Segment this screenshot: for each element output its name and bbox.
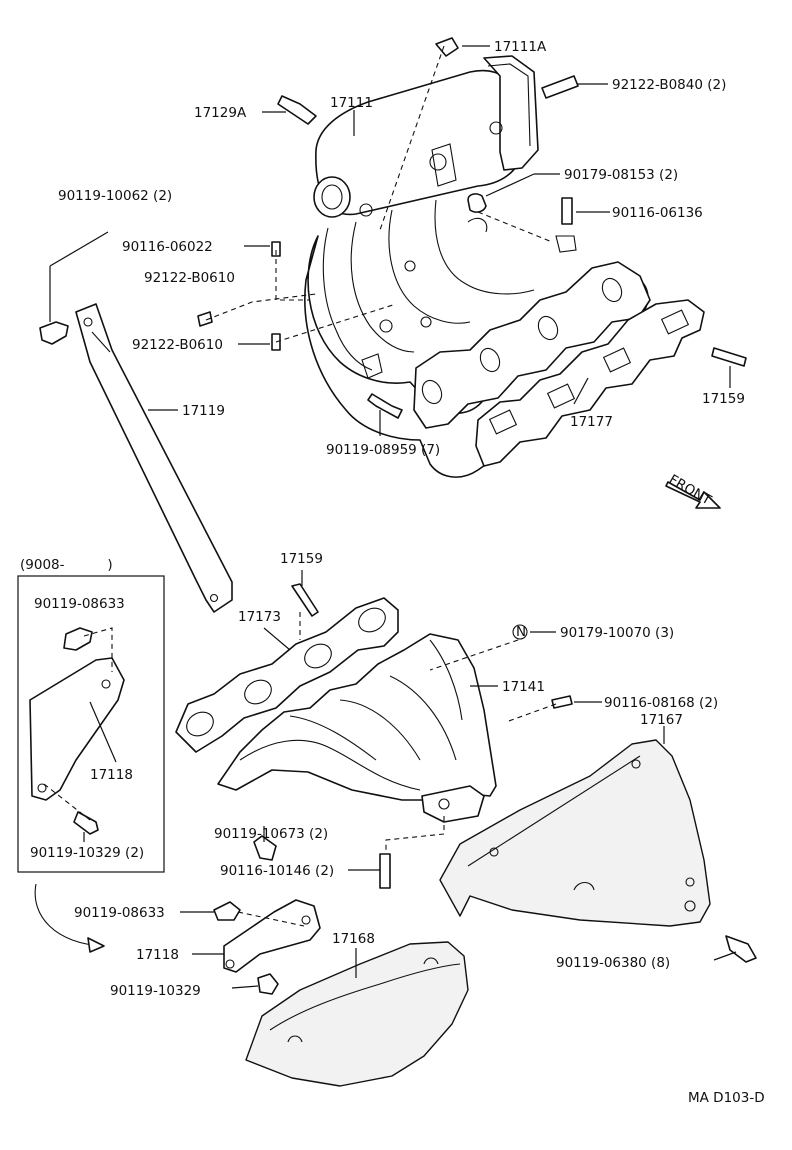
label-90119-10329-inset: 90119-10329 (2) [30, 845, 144, 861]
diagram-code: MA D103-D [688, 1090, 765, 1106]
label-17129A: 17129A [194, 105, 247, 121]
label-90179-10070: 90179-10070 (3) [560, 625, 674, 641]
label-90119-06380: 90119-06380 (8) [556, 955, 670, 971]
label-17141: 17141 [502, 679, 545, 695]
label-17119: 17119 [182, 403, 225, 419]
heat-insulator-17167 [439, 739, 711, 927]
washer-n-marker: N [516, 624, 526, 640]
intake-manifold-17111 [304, 55, 651, 478]
label-90116-10146: 90116-10146 (2) [220, 863, 334, 879]
inset-9008-box [17, 575, 165, 873]
lower-fasteners [213, 583, 757, 995]
manifold-bracket-17118 [223, 899, 321, 973]
label-17111A: 17111A [494, 39, 547, 55]
label-90119-10062: 90119-10062 (2) [58, 188, 172, 204]
label-17173: 17173 [238, 609, 281, 625]
label-92122-b0610-upper: 92122-B0610 [144, 270, 235, 286]
label-17118-inset: 17118 [90, 767, 133, 783]
label-17159-mid: 17159 [280, 551, 323, 567]
label-90119-08959: 90119-08959 (7) [326, 442, 440, 458]
label-17159-top: 17159 [702, 391, 745, 407]
front-direction-arrow: FRONT [665, 472, 721, 509]
part-labels: 17111A 92122-B0840 (2) 17129A 17111 9017… [20, 39, 765, 1106]
intake-manifold-gasket-17177 [475, 299, 705, 467]
label-17168: 17168 [332, 931, 375, 947]
label-90116-06136: 90116-06136 [612, 205, 703, 221]
upper-assembly-dashes [205, 45, 553, 343]
upper-fasteners [39, 37, 747, 419]
label-90116-08168: 90116-08168 (2) [604, 695, 718, 711]
label-17167: 17167 [640, 712, 683, 728]
label-90119-10673: 90119-10673 (2) [214, 826, 328, 842]
leader-lines [49, 45, 737, 989]
label-90119-08633-inset: 90119-08633 [34, 596, 125, 612]
lower-assembly-dashes [299, 612, 557, 723]
label-17177: 17177 [570, 414, 613, 430]
label-90119-08633: 90119-08633 [74, 905, 165, 921]
label-92122-b0610-lower: 92122-B0610 [132, 337, 223, 353]
inset-arrow-head [87, 937, 105, 953]
label-90116-06022: 90116-06022 [122, 239, 213, 255]
manifold-stay-17119 [75, 303, 233, 613]
label-92122-b0840: 92122-B0840 (2) [612, 77, 726, 93]
heat-insulator-17168 [245, 941, 469, 1087]
exhaust-manifold-17141 [217, 633, 497, 852]
exhaust-gasket-17173 [175, 597, 399, 753]
label-90179-08153: 90179-08153 (2) [564, 167, 678, 183]
label-inset-range: (9008- ) [20, 557, 113, 573]
label-17111: 17111 [330, 95, 373, 111]
label-90119-10329: 90119-10329 [110, 983, 201, 999]
label-17118: 17118 [136, 947, 179, 963]
